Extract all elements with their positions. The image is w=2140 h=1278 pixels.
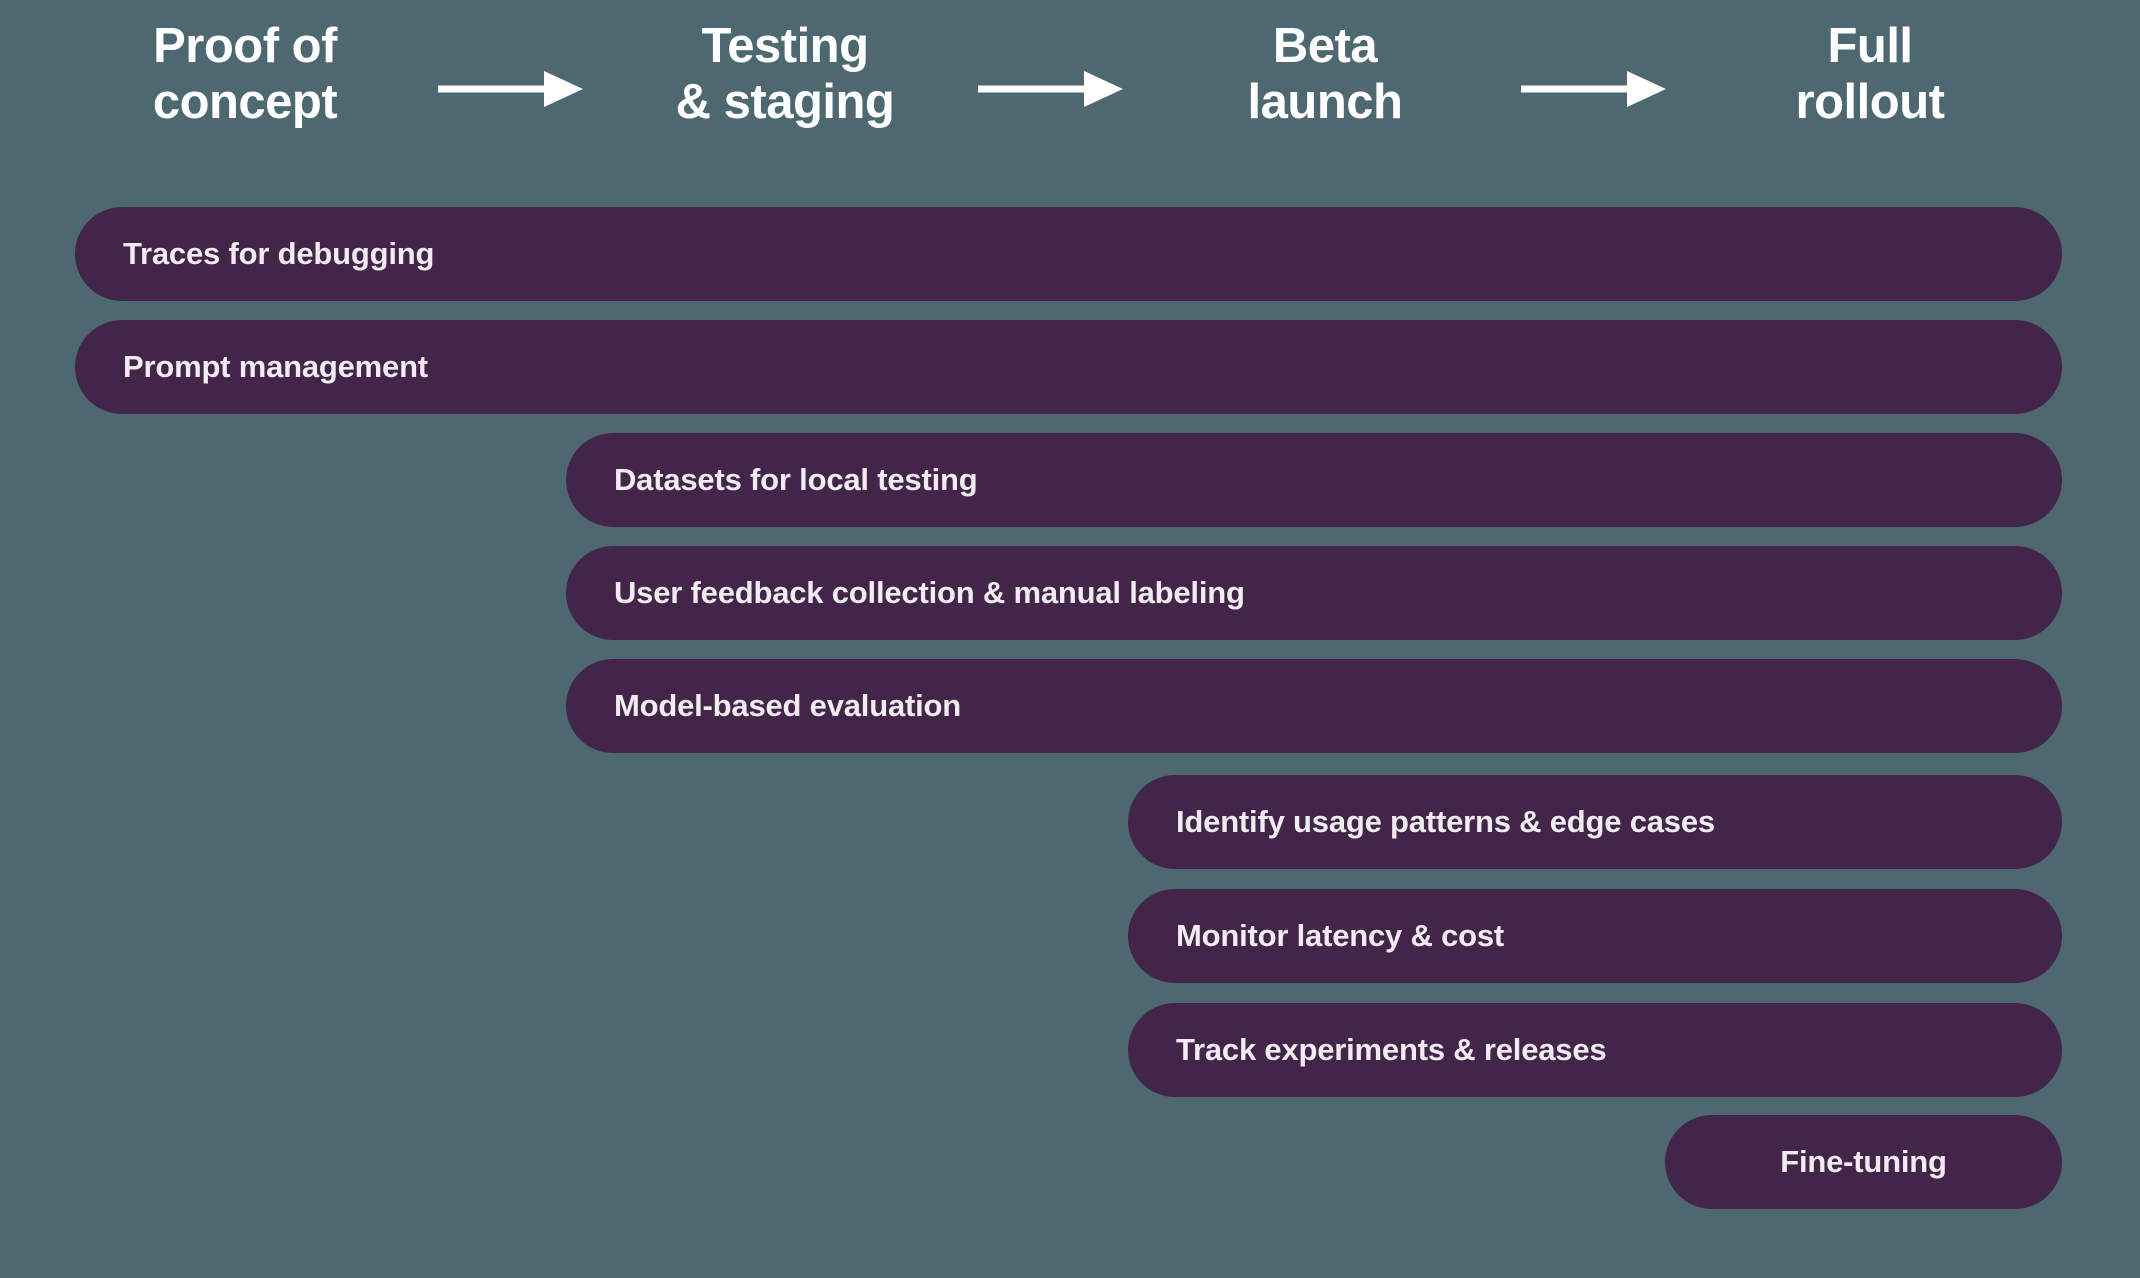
capability-pill-label: Identify usage patterns & edge cases (1176, 804, 1715, 839)
capability-pill[interactable]: User feedback collection & manual labeli… (566, 546, 2062, 640)
stage-label-proof-of-concept: Proof of concept (152, 19, 338, 130)
arrow-right-icon (438, 68, 583, 110)
capability-pill[interactable]: Monitor latency & cost (1128, 889, 2062, 983)
capability-pill-label: Model-based evaluation (614, 688, 961, 723)
capability-pill-label: Traces for debugging (123, 236, 435, 271)
capability-pill-label: Prompt management (123, 349, 428, 384)
capability-pill-label: Datasets for local testing (614, 462, 978, 497)
capability-pill[interactable]: Model-based evaluation (566, 659, 2062, 753)
capability-pill-label: User feedback collection & manual labeli… (614, 575, 1245, 610)
capability-pill-label: Monitor latency & cost (1176, 918, 1505, 953)
capability-pill[interactable]: Traces for debugging (75, 207, 2062, 301)
capability-pill[interactable]: Fine-tuning (1665, 1115, 2062, 1209)
capability-pill-label: Track experiments & releases (1176, 1032, 1607, 1067)
arrow-right-icon (1521, 68, 1666, 110)
stage-label-beta-launch: Beta launch (1247, 19, 1403, 130)
stage-label-full-rollout: Full rollout (1795, 19, 1945, 130)
capability-pill[interactable]: Prompt management (75, 320, 2062, 414)
arrow-right-icon (978, 68, 1123, 110)
stage-header: Proof of concept Testing & staging Beta … (0, 0, 2140, 190)
capability-pill[interactable]: Track experiments & releases (1128, 1003, 2062, 1097)
capability-pill[interactable]: Identify usage patterns & edge cases (1128, 775, 2062, 869)
capability-pill[interactable]: Datasets for local testing (566, 433, 2062, 527)
capability-pill-label: Fine-tuning (1780, 1144, 1947, 1179)
stage-label-testing-and-staging: Testing & staging (675, 19, 895, 130)
